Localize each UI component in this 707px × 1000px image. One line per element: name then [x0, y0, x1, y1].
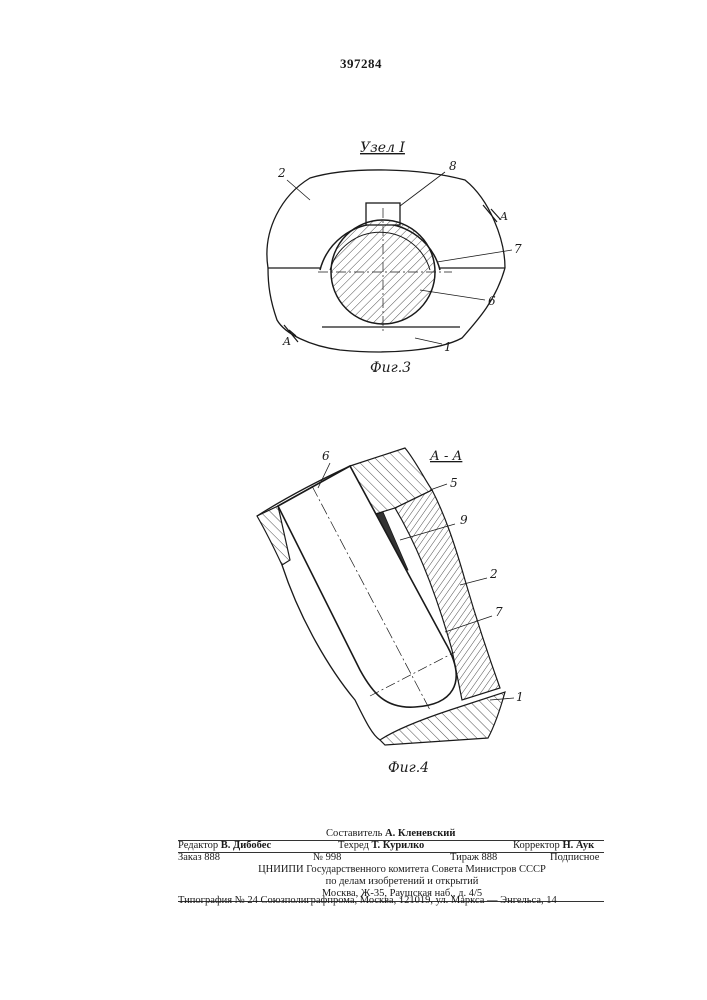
- printer-line: Типография № 24 Союзполиграфпрома, Москв…: [178, 895, 604, 907]
- corrector-name: Н. Аук: [562, 840, 594, 851]
- fig3-label-a-bottom: A: [282, 335, 291, 348]
- subscription: Подписное: [550, 852, 599, 864]
- fig3-label-6: 6: [488, 294, 496, 308]
- fig3-label-7: 7: [514, 242, 522, 256]
- fig3-label-2: 2: [277, 166, 286, 180]
- figure-4-section-title: А - А: [429, 449, 462, 464]
- fig4-label-7: 7: [495, 605, 503, 619]
- fig4-label-5: 5: [450, 476, 458, 490]
- editor-label: Редактор: [178, 840, 218, 851]
- issue-number: № 998: [313, 852, 341, 864]
- figure-3-title: Узел I: [360, 140, 405, 156]
- figure-3-drawing: Узел I 2 8 A 7 6 1 A Фиг.3: [0, 0, 707, 420]
- techred-label: Техред: [338, 840, 369, 851]
- circulation: Тираж 888: [450, 852, 497, 864]
- fig3-label-1: 1: [444, 340, 452, 354]
- techred-name: Т. Курилко: [372, 840, 425, 851]
- org-line-2: по делам изобретений и открытий: [232, 876, 572, 888]
- figure-4-drawing: А - А 6 5 9 2 7 1 Фиг.4: [0, 420, 707, 780]
- fig4-label-6: 6: [322, 449, 330, 463]
- org-line-1: ЦНИИПИ Государственного комитета Совета …: [232, 864, 572, 876]
- editor-name: В. Дибобес: [221, 840, 271, 851]
- figure-3-caption: Фиг.3: [370, 360, 411, 376]
- compiler-name: А. Кленевский: [385, 828, 455, 839]
- fig3-label-a-top: A: [499, 210, 508, 223]
- fig3-label-8: 8: [449, 159, 457, 173]
- figure-4-caption: Фиг.4: [388, 760, 429, 776]
- compiler-label: Составитель: [326, 828, 382, 839]
- order-number: Заказ 888: [178, 852, 220, 864]
- fig4-label-1: 1: [516, 690, 524, 704]
- corrector-label: Корректор: [513, 840, 560, 851]
- fig4-label-9: 9: [460, 513, 468, 527]
- fig4-label-2: 2: [489, 567, 498, 581]
